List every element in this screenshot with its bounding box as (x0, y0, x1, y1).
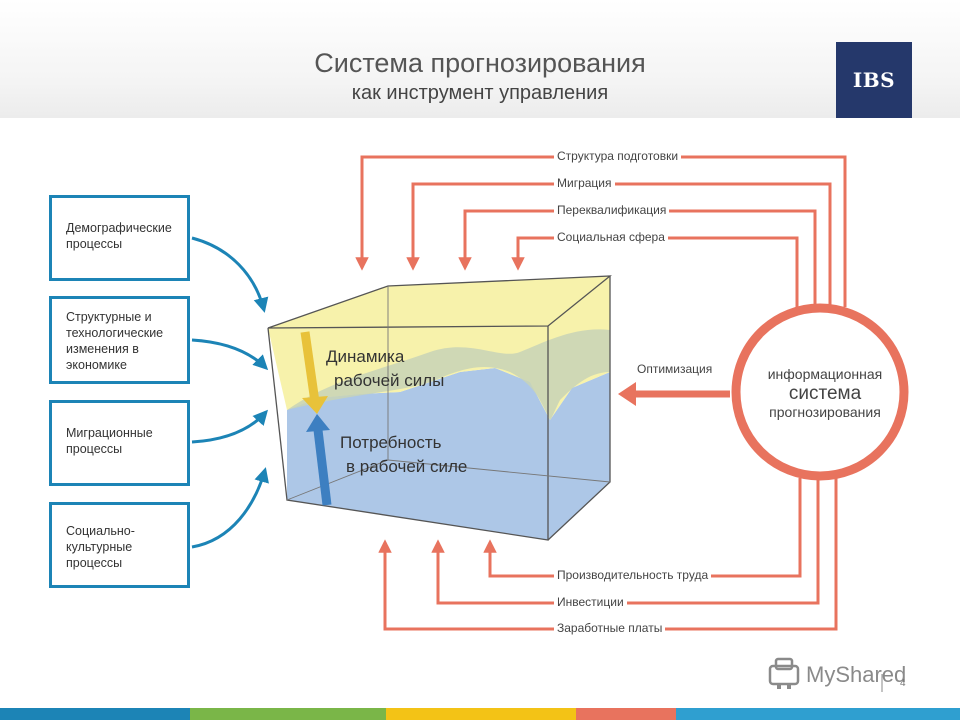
feedback-label-wages: Заработные платы (554, 622, 666, 634)
factor-arrow (191, 338, 269, 371)
factor-box-sociocultural: Социально- культурные процессы (49, 502, 190, 588)
factor-box-line: изменения в (66, 342, 139, 356)
footer-color-bar (0, 708, 960, 720)
cube-up-arrow (313, 429, 332, 506)
factor-arrow (191, 409, 268, 444)
factor-box-line: технологические (66, 326, 164, 340)
factor-arrow (191, 236, 269, 313)
system-label-line2: система (788, 383, 862, 404)
myshared-logo-icon (768, 657, 800, 689)
factor-box-demographic: Демографические процессы (49, 195, 190, 281)
feedback-label-training-structure: Структура подготовки (554, 150, 682, 162)
watermark-text: MyShared (806, 662, 907, 687)
factor-box-line: Миграционные (66, 426, 153, 440)
cube-lower-label-2: в рабочей силе (346, 457, 468, 476)
factor-box-line: экономике (66, 358, 127, 372)
feedback-label-productivity: Производительность труда (554, 569, 712, 581)
feedback-label-retraining: Переквалификация (554, 204, 670, 216)
factor-box-migration: Миграционные процессы (49, 400, 190, 486)
page-subtitle: как инструмент управления (351, 82, 609, 104)
factor-box-line: Социально- (66, 524, 135, 538)
optimization-label: Оптимизация (637, 362, 713, 376)
optimization-arrowhead (618, 382, 636, 406)
feedback-arrow-top (406, 182, 832, 307)
header-band (0, 0, 960, 118)
factor-box-line: процессы (66, 237, 123, 251)
factor-box-line: Демографические (66, 221, 172, 235)
factor-box-structural: Структурные и технологические изменения … (49, 296, 190, 384)
factor-box-line: процессы (66, 442, 123, 456)
system-circle (731, 303, 909, 481)
cube-down-arrow (300, 331, 320, 403)
feedback-label-social-sphere: Социальная сфера (554, 231, 668, 243)
cube-water-surface (287, 329, 610, 420)
cube-up-arrowhead (306, 414, 330, 432)
system-label-line1: информационная (767, 366, 883, 382)
factor-box-line: культурные (66, 540, 133, 554)
cube-upper-label-1: Динамика (326, 347, 405, 366)
cube-lower-label-1: Потребность (340, 433, 442, 452)
cube (267, 275, 612, 541)
cube-down-arrowhead (302, 396, 328, 414)
cube-upper-label-2: рабочей силы (334, 371, 445, 390)
factor-arrow (191, 467, 269, 549)
factor-box-line: Структурные и (66, 310, 152, 324)
cube-lower-layer (287, 368, 610, 540)
feedback-label-investments: Инвестиции (554, 596, 627, 608)
system-label-line3: прогнозирования (769, 404, 881, 420)
system-label: информационная система прогнозирования (742, 366, 908, 421)
feedback-arrow-bottom (431, 478, 820, 605)
ibs-logo: IBS (836, 42, 912, 118)
page-title: Система прогнозирования (314, 48, 646, 78)
page-number: 4 (900, 678, 906, 689)
factor-box-line: процессы (66, 556, 123, 570)
feedback-label-migration: Миграция (554, 177, 615, 189)
